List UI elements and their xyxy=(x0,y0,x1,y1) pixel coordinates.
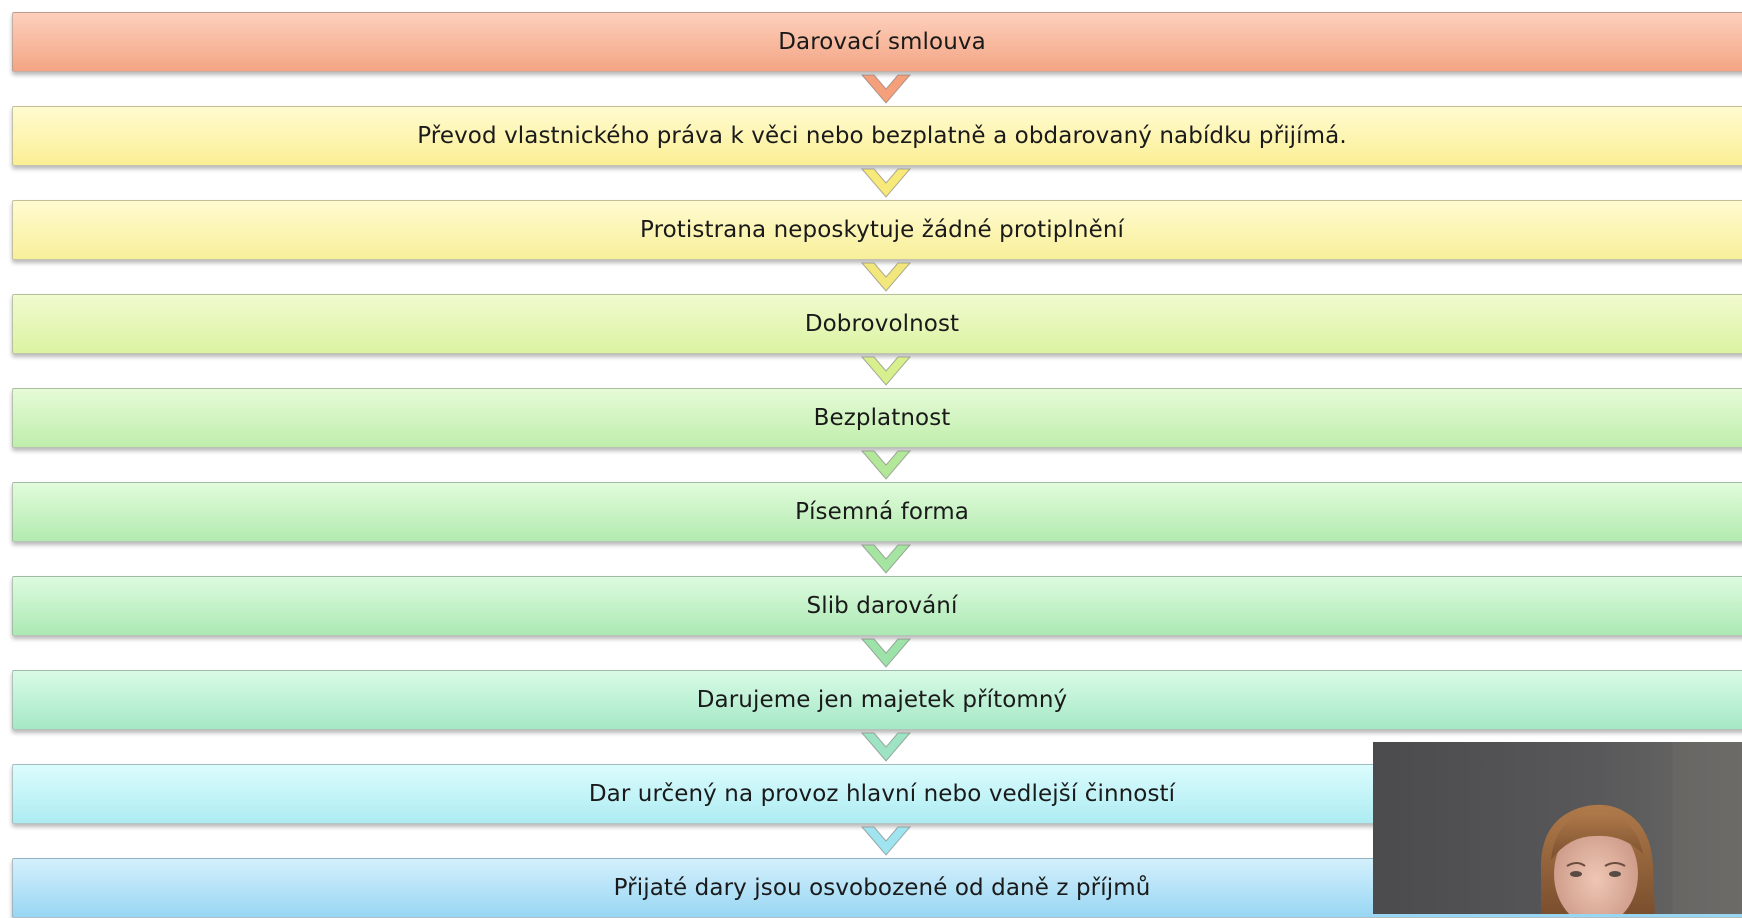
chevron-down-arrow-icon xyxy=(860,259,912,293)
chevron-down-arrow-icon xyxy=(860,541,912,575)
flow-step-label: Dar určený na provoz hlavní nebo vedlejš… xyxy=(588,781,1176,807)
flow-step-label: Dobrovolnost xyxy=(804,311,960,337)
flow-step-1: Darovací smlouva xyxy=(12,12,1742,72)
chevron-down-arrow-icon xyxy=(860,635,912,669)
chevron-down-arrow-icon xyxy=(860,353,912,387)
flow-step-label: Protistrana neposkytuje žádné protiplněn… xyxy=(640,217,1124,243)
chevron-down-arrow-icon xyxy=(860,823,912,857)
flow-step-3: Protistrana neposkytuje žádné protiplněn… xyxy=(12,200,1742,260)
chevron-down-arrow-icon xyxy=(860,447,912,481)
flow-step-7: Slib darování xyxy=(12,576,1742,636)
chevron-down-arrow-icon xyxy=(860,729,912,763)
flow-step-label: Darujeme jen majetek přítomný xyxy=(696,687,1068,713)
flow-step-8: Darujeme jen majetek přítomný xyxy=(12,670,1742,730)
flow-step-5: Bezplatnost xyxy=(12,388,1742,448)
flow-step-6: Písemná forma xyxy=(12,482,1742,542)
flow-step-label: Přijaté dary jsou osvobozené od daně z p… xyxy=(613,875,1151,901)
presenter-video xyxy=(1373,742,1742,914)
flow-step-2: Převod vlastnického práva k věci nebo be… xyxy=(12,106,1742,166)
chevron-down-arrow-icon xyxy=(860,165,912,199)
flow-step-label: Písemná forma xyxy=(795,499,969,525)
flow-step-label: Převod vlastnického práva k věci nebo be… xyxy=(417,123,1347,149)
flow-step-label: Bezplatnost xyxy=(813,405,951,431)
flow-step-4: Dobrovolnost xyxy=(12,294,1742,354)
flow-step-label: Slib darování xyxy=(806,593,958,619)
webcam-overlay xyxy=(1373,742,1742,914)
flow-step-label: Darovací smlouva xyxy=(778,29,986,55)
chevron-down-arrow-icon xyxy=(860,71,912,105)
